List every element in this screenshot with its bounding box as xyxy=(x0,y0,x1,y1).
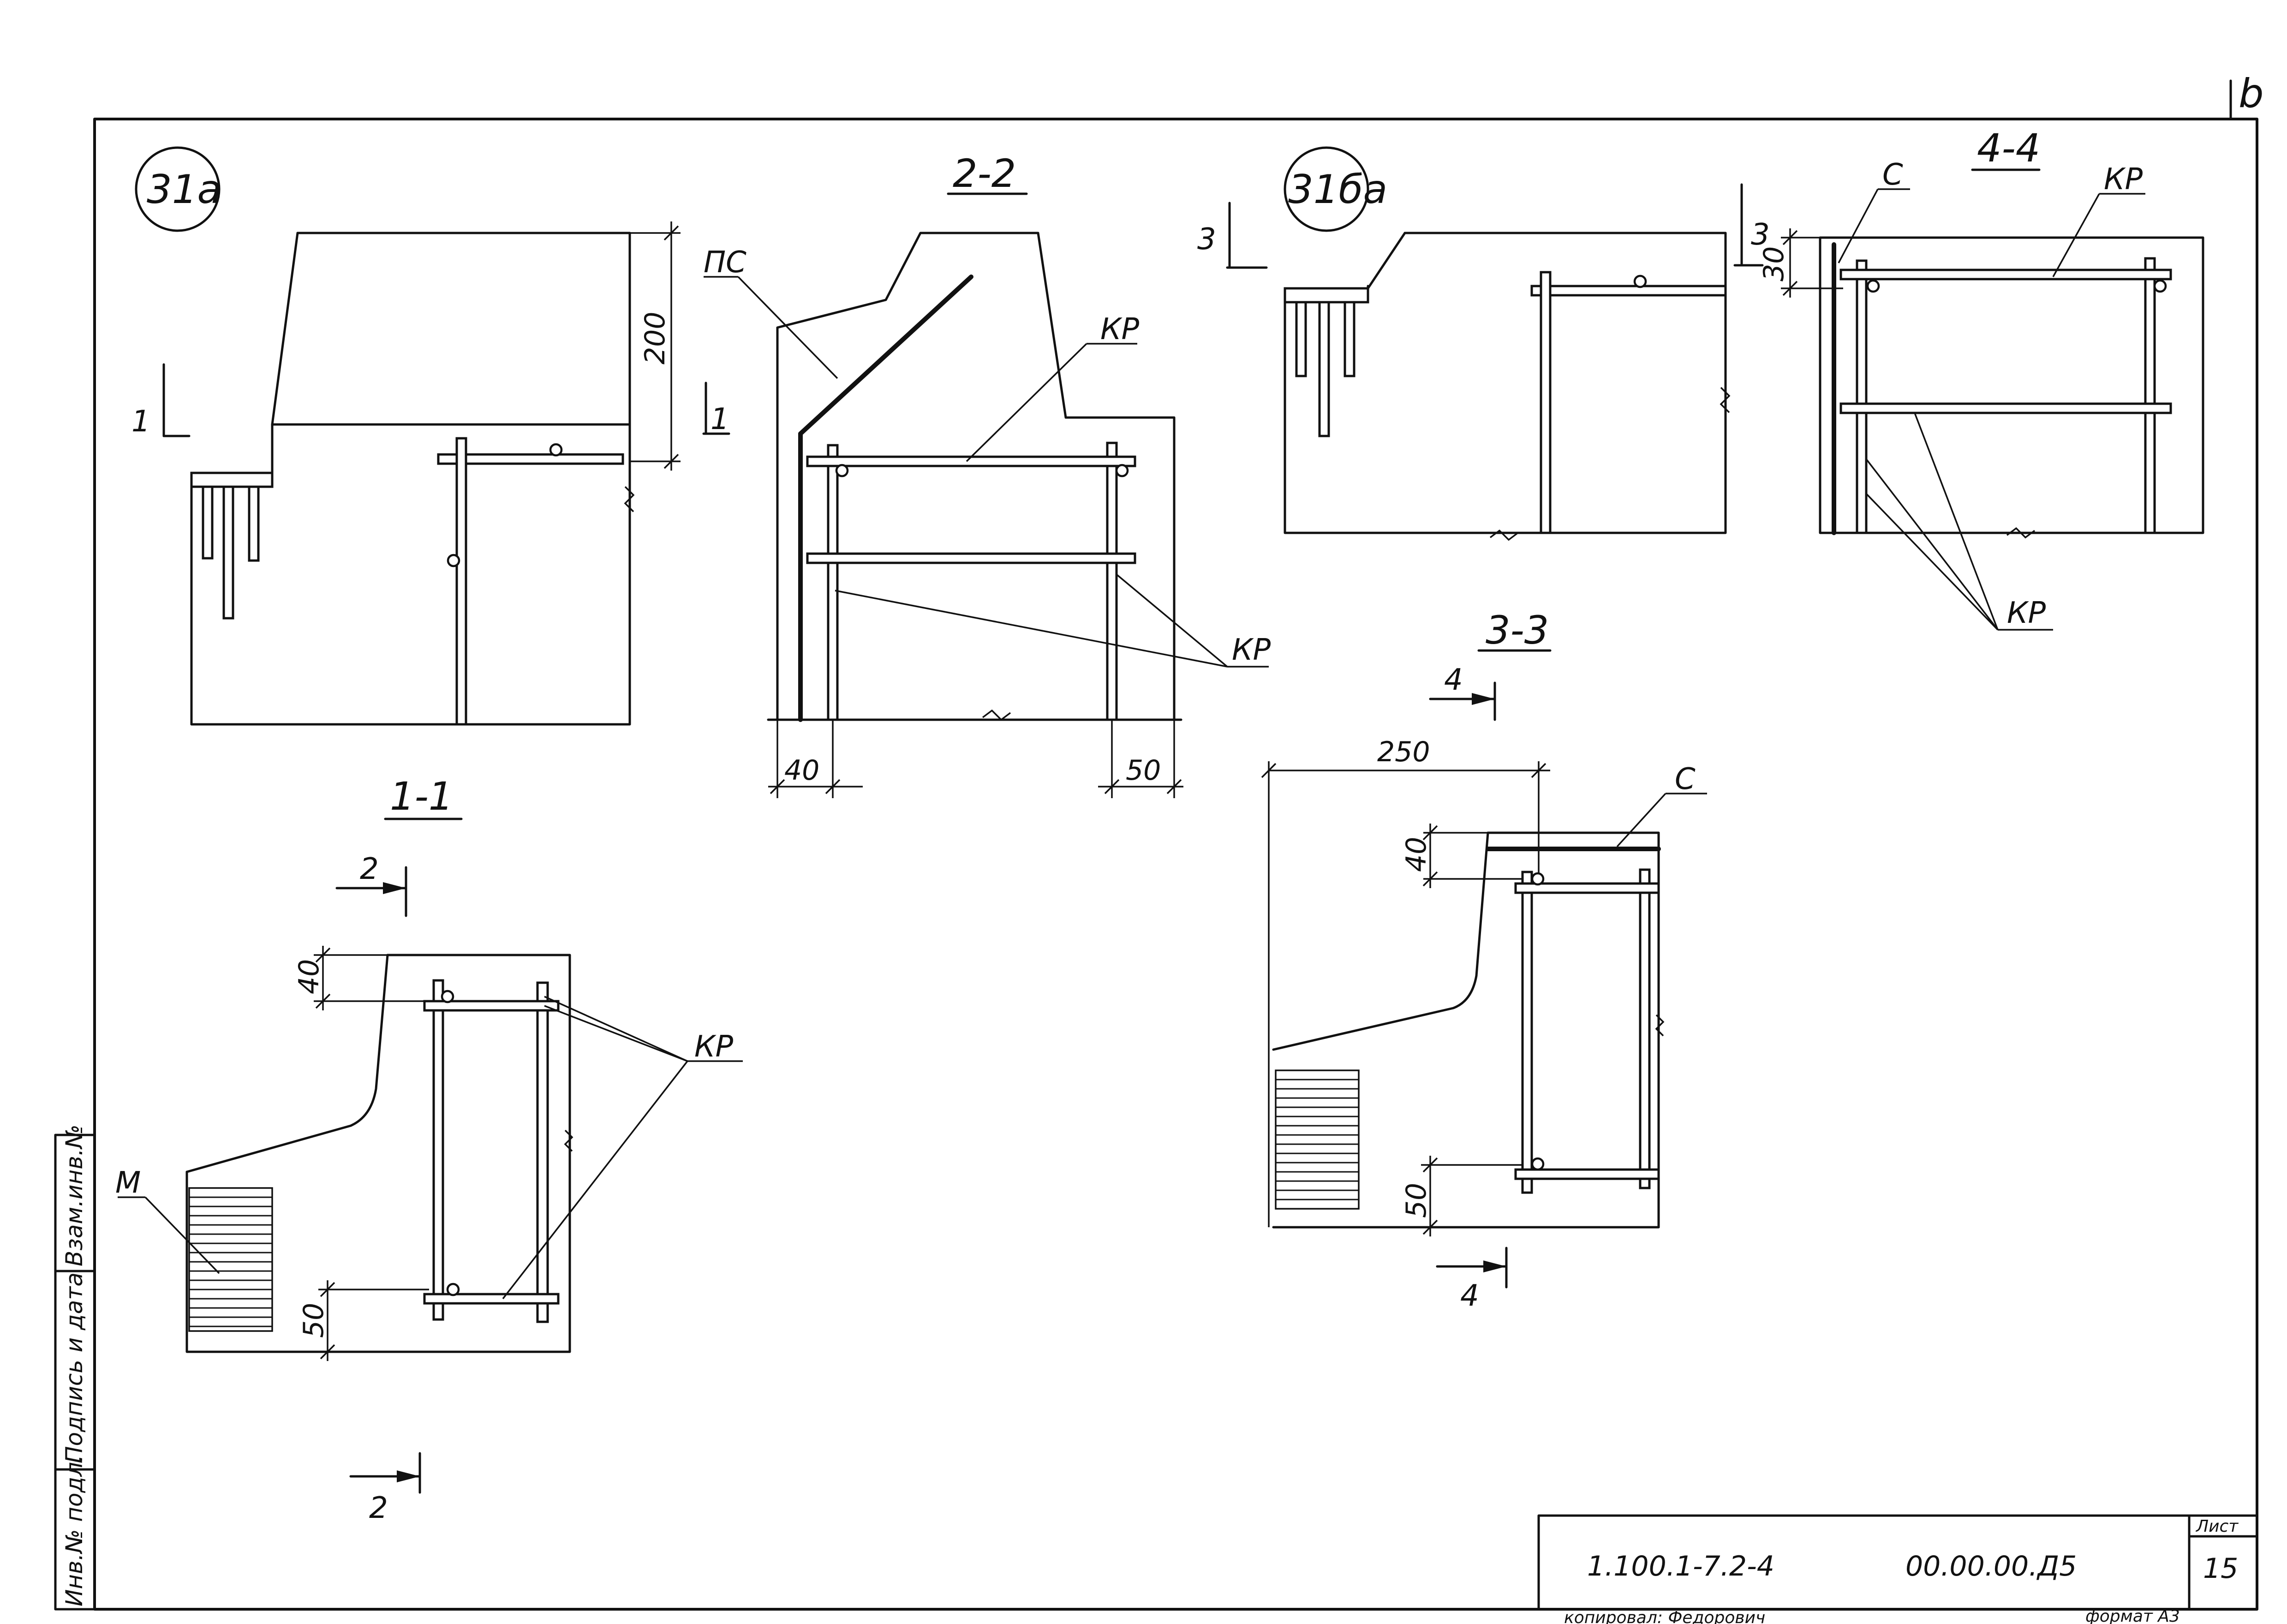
rebar-1-1-bottom xyxy=(423,1293,560,1305)
cut-mark-3-left: 3 xyxy=(1197,222,1216,257)
label-kr-2-2-bottom: КР xyxy=(1232,633,1271,667)
dim-40-2-2: 40 xyxy=(784,754,819,787)
sheet-frame: b xyxy=(93,71,2264,1611)
label-c-4-4: С xyxy=(1882,158,1903,192)
rebar-3-3-bottom xyxy=(1514,1168,1660,1180)
section-1-1: 1-1 2 xyxy=(115,774,743,1525)
label-kr-4-4-bottom: КР xyxy=(2007,596,2046,630)
rebar-2-2-bottom xyxy=(806,552,1136,564)
copied-by-note: копировал: Федорович xyxy=(1564,1608,1765,1624)
section-2-2: 2-2 ПС КР КР 40 xyxy=(704,151,1271,798)
outline-2-2 xyxy=(776,232,1176,721)
cut-mark-4-top: 4 xyxy=(1444,663,1463,697)
side-stamp-cell-replacement: Взам.инв.№ xyxy=(61,1124,88,1266)
section-4-4: 4-4 С КР КР 30 xyxy=(1758,125,2204,631)
dim-40-3-3: 40 xyxy=(1400,837,1433,872)
rebar-1-1-top xyxy=(423,1000,560,1012)
title-1-1: 1-1 xyxy=(390,774,453,819)
rebar-31ba-vertical xyxy=(1540,271,1552,534)
side-stamp-cell-signature: Подпись и дата xyxy=(61,1272,88,1463)
dim-50-1-1: 50 xyxy=(298,1303,330,1338)
mark-31ba: 31ба xyxy=(1288,167,1387,213)
format-note: формат А3 xyxy=(2085,1607,2180,1624)
side-stamp-cell-inventory: Инв.№ подл. xyxy=(61,1455,88,1606)
rebar-31ba-horizontal xyxy=(1530,285,1727,297)
rebar-2-2-top xyxy=(806,455,1136,467)
stamp-sheet-number: 15 xyxy=(2203,1552,2238,1585)
title-2-2: 2-2 xyxy=(953,151,1016,196)
mark-circle-31ba xyxy=(1284,146,1369,232)
sloped-bar-2-2 xyxy=(798,275,973,436)
mark-31a: 31а xyxy=(147,167,221,213)
label-c-3-3: С xyxy=(1675,762,1696,796)
view-31ba: 31ба 3 3 xyxy=(1197,146,1770,541)
hatch-3-3 xyxy=(1275,1069,1360,1210)
label-m: М xyxy=(115,1166,141,1200)
stamp-doc-code: 1.100.1-7.2-4 xyxy=(1587,1550,1774,1582)
title-block: 1.100.1-7.2-4 00.00.00.Д5 Лист 15 копиро… xyxy=(1537,1514,2258,1624)
rebar-4-4-top xyxy=(1839,269,2172,281)
stamp-drawing-code: 00.00.00.Д5 xyxy=(1905,1550,2077,1582)
mark-circle-31a xyxy=(135,146,221,232)
shelf-31a xyxy=(190,472,274,488)
stamp-sheet-label: Лист xyxy=(2195,1517,2239,1536)
rebar-4-4-bottom xyxy=(1839,402,2172,414)
section-3-3: 3-3 4 250 xyxy=(1261,608,1707,1313)
label-kr-1-1: КР xyxy=(694,1030,733,1064)
label-pc: ПС xyxy=(704,245,746,280)
rebar-31a-vertical xyxy=(455,437,467,726)
cut-mark-4-bottom: 4 xyxy=(1460,1279,1479,1313)
rebar-3-3-top xyxy=(1514,882,1660,894)
dim-50-3-3: 50 xyxy=(1400,1183,1433,1218)
dim-30-4-4: 30 xyxy=(1758,246,1790,281)
dim-200: 200 xyxy=(639,311,671,364)
label-kr-4-4-top: КР xyxy=(2104,162,2143,197)
side-stamp: Взам.инв.№ Подпись и дата Инв.№ подл. xyxy=(54,1124,96,1611)
label-kr-2-2-top: КР xyxy=(1100,312,1139,346)
title-3-3: 3-3 xyxy=(1486,608,1549,653)
cut-mark-2-bottom: 2 xyxy=(369,1491,388,1525)
cut-mark-1-right: 1 xyxy=(711,402,729,436)
corner-mark: b xyxy=(2239,71,2264,117)
dim-50-2-2: 50 xyxy=(1126,754,1161,787)
hatch-m-1-1 xyxy=(188,1187,273,1332)
cut-mark-1-left: 1 xyxy=(131,405,150,439)
dim-40-1-1: 40 xyxy=(293,959,325,994)
outline-1-1 xyxy=(185,954,571,1353)
shelf-31ba xyxy=(1284,287,1369,304)
outline-31ba xyxy=(1284,232,1727,534)
view-31a: 31а 200 1 1 xyxy=(131,146,730,726)
outline-3-3 xyxy=(1272,831,1660,1229)
cut-mark-2-top: 2 xyxy=(360,852,379,886)
dim-250: 250 xyxy=(1377,736,1430,768)
cut-mark-3-right: 3 xyxy=(1751,218,1770,252)
title-4-4: 4-4 xyxy=(1977,125,2040,171)
rebar-31a-horizontal xyxy=(437,453,624,465)
